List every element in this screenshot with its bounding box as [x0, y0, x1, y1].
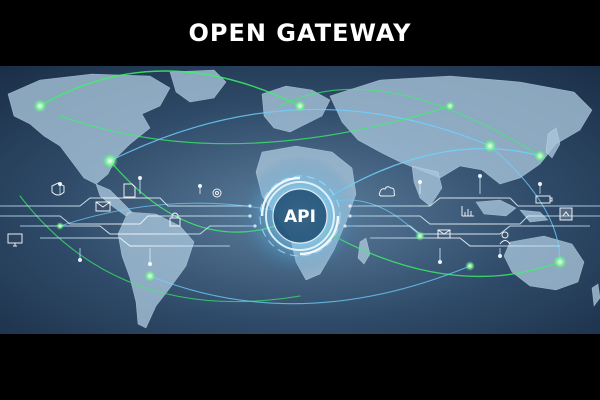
shield-icon	[51, 182, 65, 196]
battery-icon	[535, 195, 553, 204]
japan	[545, 127, 561, 159]
cloud-icon	[378, 186, 396, 197]
asia	[329, 75, 593, 185]
page-title: OPEN GATEWAY	[188, 19, 412, 47]
world-map-illustration: API	[0, 66, 600, 334]
document-icon	[123, 183, 136, 198]
lock-icon	[169, 212, 181, 227]
south-america	[117, 211, 195, 329]
user-icon	[499, 231, 511, 245]
continents	[7, 69, 600, 329]
bottom-bar	[0, 334, 600, 400]
api-hub-label: API	[284, 207, 316, 227]
greenland	[169, 69, 227, 103]
mail-icon	[95, 201, 111, 212]
network-nodes	[33, 99, 567, 282]
mail-icon	[437, 229, 451, 239]
chart-icon	[461, 206, 474, 217]
australia	[503, 235, 585, 291]
world-network-banner: API	[0, 66, 600, 334]
network-links	[19, 70, 561, 305]
monitor-icon	[7, 233, 23, 247]
api-hub: API	[240, 156, 360, 276]
new-zealand	[591, 283, 600, 307]
document-icon	[559, 207, 573, 221]
app-icons	[7, 182, 573, 247]
gear-icon	[212, 188, 222, 198]
title-bar: OPEN GATEWAY	[0, 0, 600, 66]
circuit-traces	[0, 176, 600, 264]
